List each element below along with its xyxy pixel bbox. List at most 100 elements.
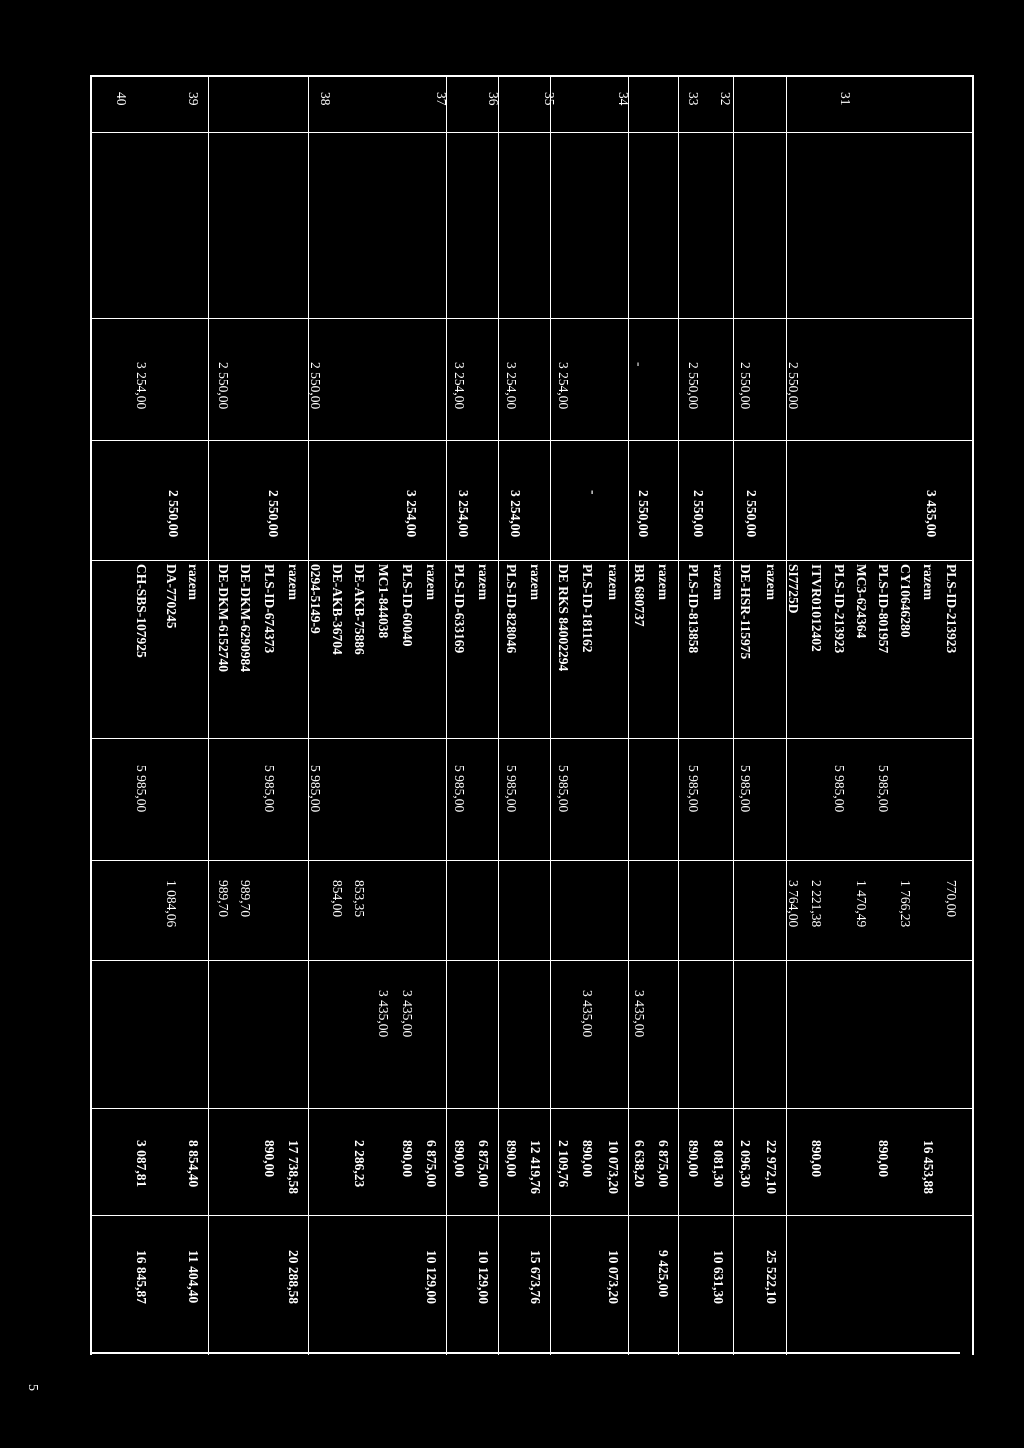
amount-cell-b: 2 550,00 xyxy=(744,490,759,538)
amount-cell: 5 985,00 xyxy=(452,765,467,813)
subtotal-cell: 890,00 xyxy=(686,1140,701,1178)
column-divider xyxy=(90,318,972,319)
document-code: DE RKS 84002294 xyxy=(556,564,571,672)
column-divider xyxy=(90,1108,972,1109)
subtotal-cell: 10 073,20 xyxy=(606,1140,621,1194)
subtotal-cell: 890,00 xyxy=(876,1140,891,1178)
amount-cell-b: 2 550,00 xyxy=(266,490,281,538)
subtotal-cell: 12 419,76 xyxy=(528,1140,543,1194)
amount-cell: 1 470,49 xyxy=(854,880,869,928)
row-divider xyxy=(446,75,447,1355)
amount-cell-a: 3 254,00 xyxy=(452,362,467,410)
document-code: razem xyxy=(476,564,491,600)
column-divider xyxy=(90,1215,972,1216)
amount-cell: 5 985,00 xyxy=(876,765,891,813)
subtotal-cell: 6 875,00 xyxy=(656,1140,671,1188)
document-code: DE-AKB-75886 xyxy=(352,564,367,655)
column-divider xyxy=(90,960,972,961)
document-code: razem xyxy=(424,564,439,600)
document-code: PLS-ID-813858 xyxy=(686,564,701,654)
subtotal-cell: 2 109,76 xyxy=(556,1140,571,1188)
row-divider xyxy=(678,75,679,1355)
total-cell: 10 129,00 xyxy=(424,1250,439,1304)
amount-cell-a: 3 254,00 xyxy=(504,362,519,410)
document-code: SI7725D xyxy=(786,564,801,614)
amount-cell-b: 3 254,00 xyxy=(404,490,419,538)
column-divider xyxy=(90,738,972,739)
document-code: 0294-5149-9 xyxy=(308,564,323,634)
row-divider xyxy=(308,75,309,1355)
amount-cell: 3 435,00 xyxy=(400,990,415,1038)
document-code: BR 680737 xyxy=(632,564,647,627)
row-divider xyxy=(628,75,629,1355)
page-number: 5 xyxy=(25,1384,40,1391)
row-number: 33 xyxy=(686,92,701,106)
row-divider xyxy=(498,75,499,1355)
row-number: 32 xyxy=(718,92,733,106)
subtotal-cell: 890,00 xyxy=(262,1140,277,1178)
subtotal-cell: 16 453,88 xyxy=(921,1140,936,1194)
amount-cell: 5 985,00 xyxy=(832,765,847,813)
amount-cell: 5 985,00 xyxy=(738,765,753,813)
document-code: MC1-844038 xyxy=(376,564,391,639)
amount-cell: 853,35 xyxy=(352,880,367,918)
document-code: razem xyxy=(186,564,201,600)
column-divider xyxy=(90,560,972,561)
row-number: 31 xyxy=(838,92,853,106)
document-code: DE-HSR-115975 xyxy=(738,564,753,660)
document-code: ITVR01012402 xyxy=(809,564,824,652)
row-divider xyxy=(208,75,209,1355)
amount-cell-b: - xyxy=(586,490,601,495)
amount-cell-b: 2 550,00 xyxy=(636,490,651,538)
total-cell: 25 522,10 xyxy=(764,1250,779,1304)
subtotal-cell: 6 638,20 xyxy=(632,1140,647,1188)
document-code: CH-SBS-107925 xyxy=(134,564,149,658)
table-border-bottom xyxy=(90,1352,960,1354)
total-cell: 16 845,87 xyxy=(134,1250,149,1304)
amount-cell: 989,70 xyxy=(216,880,231,918)
amount-cell-a: 2 550,00 xyxy=(216,362,231,410)
subtotal-cell: 2 096,30 xyxy=(738,1140,753,1188)
document-code: DE-DKM-6152740 xyxy=(216,564,231,672)
total-cell: 20 288,58 xyxy=(286,1250,301,1304)
total-cell: 10 631,30 xyxy=(711,1250,726,1304)
row-divider xyxy=(733,75,734,1355)
document-code: PLS-ID-213923 xyxy=(944,564,959,654)
amount-cell: 3 435,00 xyxy=(376,990,391,1038)
amount-cell-a: 2 550,00 xyxy=(738,362,753,410)
row-number: 40 xyxy=(114,92,129,106)
subtotal-cell: 6 875,00 xyxy=(424,1140,439,1188)
amount-cell: 1 084,06 xyxy=(164,880,179,928)
document-code: razem xyxy=(656,564,671,600)
document-code: PLS-ID-181162 xyxy=(580,564,595,653)
document-code: PLS-ID-213923 xyxy=(832,564,847,654)
amount-cell-a: 2 550,00 xyxy=(686,362,701,410)
subtotal-cell: 17 738,58 xyxy=(286,1140,301,1194)
amount-cell: 5 985,00 xyxy=(134,765,149,813)
amount-cell: 854,00 xyxy=(330,880,345,918)
subtotal-cell: 3 087,81 xyxy=(134,1140,149,1188)
amount-cell-a: - xyxy=(632,362,647,367)
document-code: MC3-624364 xyxy=(854,564,869,639)
amount-cell-b: 2 550,00 xyxy=(166,490,181,538)
amount-cell-b: 3 254,00 xyxy=(508,490,523,538)
document-code: PLS-ID-801957 xyxy=(876,564,891,654)
subtotal-cell: 890,00 xyxy=(452,1140,467,1178)
document-code: razem xyxy=(528,564,543,600)
subtotal-cell: 6 875,00 xyxy=(476,1140,491,1188)
amount-cell: 3 435,00 xyxy=(580,990,595,1038)
table-border-left xyxy=(90,75,92,1355)
subtotal-cell: 8 854,40 xyxy=(186,1140,201,1188)
amount-cell: 770,00 xyxy=(944,880,959,918)
amount-cell: 3 764,00 xyxy=(786,880,801,928)
subtotal-cell: 890,00 xyxy=(504,1140,519,1178)
amount-cell-a: 2 550,00 xyxy=(308,362,323,410)
row-number: 38 xyxy=(318,92,333,106)
amount-cell-b: 2 550,00 xyxy=(691,490,706,538)
subtotal-cell: 22 972,10 xyxy=(764,1140,779,1194)
amount-cell: 989,70 xyxy=(238,880,253,918)
document-code: DE-AKB-36704 xyxy=(330,564,345,655)
document-code: razem xyxy=(286,564,301,600)
subtotal-cell: 890,00 xyxy=(809,1140,824,1178)
